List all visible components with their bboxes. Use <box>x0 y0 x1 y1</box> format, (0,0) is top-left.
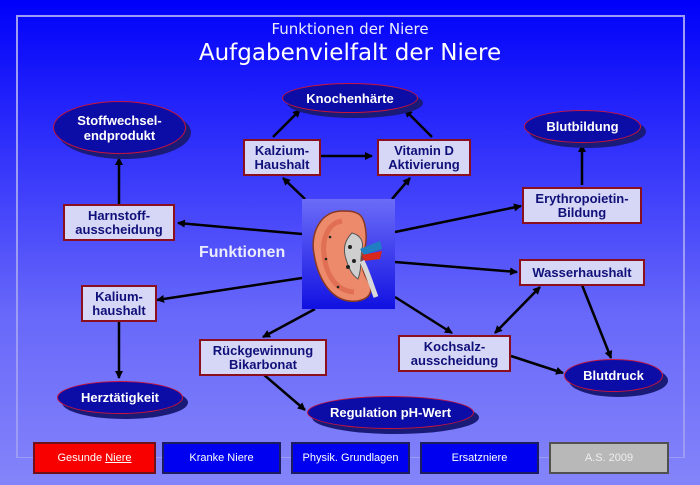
arrow-rueckgewinnung-to-ph <box>262 373 306 411</box>
nav-gesunde-niere[interactable]: Gesunde Niere <box>33 442 156 474</box>
page-title: Aufgabenvielfalt der Niere <box>198 40 502 66</box>
nav-ersatzniere[interactable]: Ersatzniere <box>420 442 539 474</box>
arrow-kochsalz-to-blutdruck <box>510 354 564 375</box>
node-knochenhaerte: Knochenhärte <box>282 83 418 113</box>
arrow-wasser-to-blutdruck <box>580 284 613 359</box>
arrow-kidney-to-kalium <box>156 276 303 303</box>
node-erythropoietin: Erythropoietin- Bildung <box>522 187 642 224</box>
node-vitamin-d: Vitamin D Aktivierung <box>377 139 471 176</box>
node-blutbildung: Blutbildung <box>524 110 641 143</box>
center-label: Funktionen <box>199 244 286 261</box>
nav-physik-grundlagen[interactable]: Physik. Grundlagen <box>291 442 410 474</box>
arrow-kalzium-to-knochen <box>272 109 301 138</box>
arrow-kidney-to-harnstoff <box>177 219 303 236</box>
arrow-vitamin-to-knochen <box>404 109 433 138</box>
arrow-kidney-to-kalzium <box>282 177 306 200</box>
node-kalzium: Kalzium- Haushalt <box>243 139 321 176</box>
arrow-kochsalz-wasser <box>494 286 541 334</box>
node-blutdruck: Blutdruck <box>564 359 663 392</box>
arrow-kidney-to-rueckgewinnung <box>262 307 316 339</box>
arrow-kidney-to-kochsalz <box>394 295 453 335</box>
page-subtitle: Funktionen der Niere <box>271 20 429 38</box>
author-label: A.S. 2009 <box>549 442 669 474</box>
node-stoffwechsel: Stoffwechsel- endprodukt <box>53 101 186 154</box>
node-harnstoff: Harnstoff- ausscheidung <box>63 204 175 241</box>
node-herztaetigkeit: Herztätigkeit <box>57 381 183 414</box>
kidney-image <box>302 199 395 309</box>
node-kochsalz: Kochsalz- ausscheidung <box>398 335 511 372</box>
arrow-kidney-to-erythro <box>394 203 522 234</box>
nav-gesunde-prefix: Gesunde <box>57 452 106 464</box>
node-rueckgewinnung: Rückgewinnung Bikarbonat <box>199 339 327 376</box>
frame-left-line <box>16 15 18 458</box>
kidney-icon <box>312 210 382 302</box>
arrow-kidney-to-vitamin <box>391 177 411 200</box>
nav-kranke-niere[interactable]: Kranke Niere <box>162 442 281 474</box>
node-ph-wert: Regulation pH-Wert <box>307 396 474 429</box>
nav-gesunde-link[interactable]: Niere <box>105 452 132 464</box>
frame-right-line <box>683 15 685 458</box>
node-wasserhaushalt: Wasserhaushalt <box>519 259 645 286</box>
node-kalium: Kalium- haushalt <box>81 285 157 322</box>
arrow-kidney-to-wasser <box>394 260 518 276</box>
frame-top-line <box>17 15 685 17</box>
